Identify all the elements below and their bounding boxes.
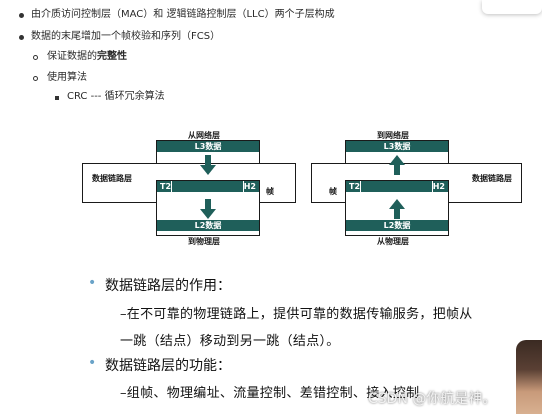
note-sub-integrity: 保证数据的完整性 xyxy=(47,50,127,64)
arrow-down-icon xyxy=(200,199,216,219)
label-from-network-layer: 从网络层 xyxy=(188,131,220,140)
l3-label: L3数据 xyxy=(194,142,222,151)
data-link-layer-label: 数据链路层 xyxy=(92,174,132,183)
t2-label: T2 xyxy=(349,182,361,191)
note-subsub-crc: CRC --- 循环冗余算法 xyxy=(67,91,165,102)
frame-divider xyxy=(432,181,433,192)
note-item-mac-llc: 由介质访问控制层（MAC）和 逻辑链路控制层（LLC）两个子层构成 xyxy=(31,9,335,20)
frame-header-band: T2 H2 xyxy=(346,181,448,192)
frame-label: 帧 xyxy=(266,187,274,196)
label-to-physical-layer: 到物理层 xyxy=(188,237,220,246)
function-heading: 数据链路层的功能： xyxy=(105,358,231,374)
frame-box: T2 H2 L2数据 xyxy=(345,180,449,236)
role-line-1: –在不可靠的物理链路上，提供可靠的数据传输服务，把帧从 xyxy=(120,307,473,322)
slide-bullet: • xyxy=(88,355,97,371)
arrow-up-icon xyxy=(389,155,405,175)
frame-divider xyxy=(360,181,361,192)
arrow-down-icon xyxy=(200,155,216,175)
bullet-ring xyxy=(33,55,38,60)
diagram-receive: 到网络层 L3数据 数据链路层 T2 H2 L2数据 帧 从物理层 xyxy=(311,130,522,250)
role-heading: 数据链路层的作用： xyxy=(105,278,231,294)
csdn-watermark: CSDN @你航是神。 xyxy=(368,391,497,407)
label-to-network-layer: 到网络层 xyxy=(377,131,409,140)
frame-box: T2 H2 L2数据 xyxy=(156,180,260,236)
l2-label: L2数据 xyxy=(194,221,222,230)
h2-label: H2 xyxy=(432,182,445,191)
bullet-ring xyxy=(33,76,38,81)
role-line-2: 一跳（结点）移动到另一跳（结点）。 xyxy=(120,334,340,349)
note-sub-integrity-prefix: 保证数据的 xyxy=(47,51,97,62)
l3-label: L3数据 xyxy=(383,142,411,151)
l2-band: L2数据 xyxy=(346,220,448,231)
floating-panel xyxy=(482,0,542,14)
l3-band: L3数据 xyxy=(346,141,448,152)
frame-divider xyxy=(171,181,172,192)
data-link-layer-label: 数据链路层 xyxy=(472,174,512,183)
note-sub-algorithm: 使用算法 xyxy=(47,72,87,83)
bullet-dot xyxy=(19,13,24,18)
note-item-fcs: 数据的末尾增加一个帧校验和序列（FCS） xyxy=(31,31,221,42)
l2-label: L2数据 xyxy=(383,221,411,230)
note-sub-integrity-bold: 完整性 xyxy=(97,51,127,62)
label-from-physical-layer: 从物理层 xyxy=(377,237,409,246)
l3-band: L3数据 xyxy=(157,141,259,152)
frame-label: 帧 xyxy=(329,187,337,196)
t2-label: T2 xyxy=(160,182,172,191)
presenter-video xyxy=(516,340,542,414)
arrow-up-icon xyxy=(389,199,405,219)
function-line-1: –组帧、物理编址、流量控制、差错控制、接入控制 xyxy=(120,386,420,401)
bullet-square xyxy=(55,96,59,100)
l2-band: L2数据 xyxy=(157,220,259,231)
slide-bullet: • xyxy=(88,275,97,291)
bullet-dot xyxy=(19,35,24,40)
frame-header-band: T2 H2 xyxy=(157,181,259,192)
h2-label: H2 xyxy=(243,182,256,191)
frame-divider xyxy=(243,181,244,192)
diagram-send: 从网络层 L3数据 数据链路层 T2 H2 L2数据 帧 到物理层 xyxy=(82,130,297,250)
